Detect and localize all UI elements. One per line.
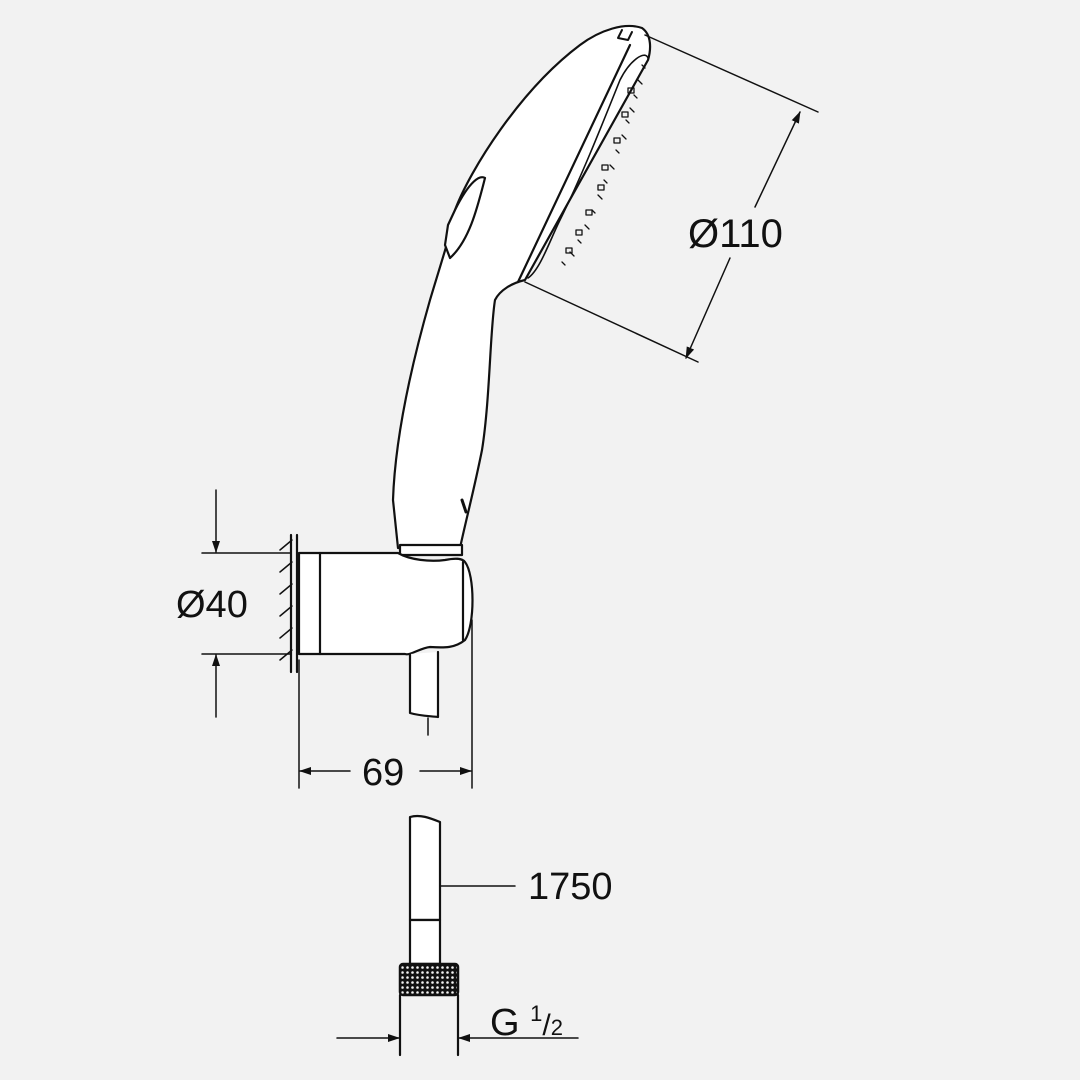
thread-numerator: 1 [530,1001,543,1026]
holder-projection-label: 69 [362,752,405,794]
wall-holder [279,533,474,736]
hose-length-label: 1750 [528,866,613,908]
thread-denominator: 2 [550,1015,563,1040]
holder-diameter-label: Ø40 [176,584,248,626]
dimension-lines [201,34,819,1042]
hose-end [398,814,460,1057]
spray-nozzles [561,64,646,266]
hand-shower [391,24,652,550]
wall-hatching [279,539,293,661]
thread-prefix: G [490,1002,520,1044]
head-diameter-label: Ø110 [688,212,783,256]
thread-size-label: G 1/2 [490,1001,563,1044]
